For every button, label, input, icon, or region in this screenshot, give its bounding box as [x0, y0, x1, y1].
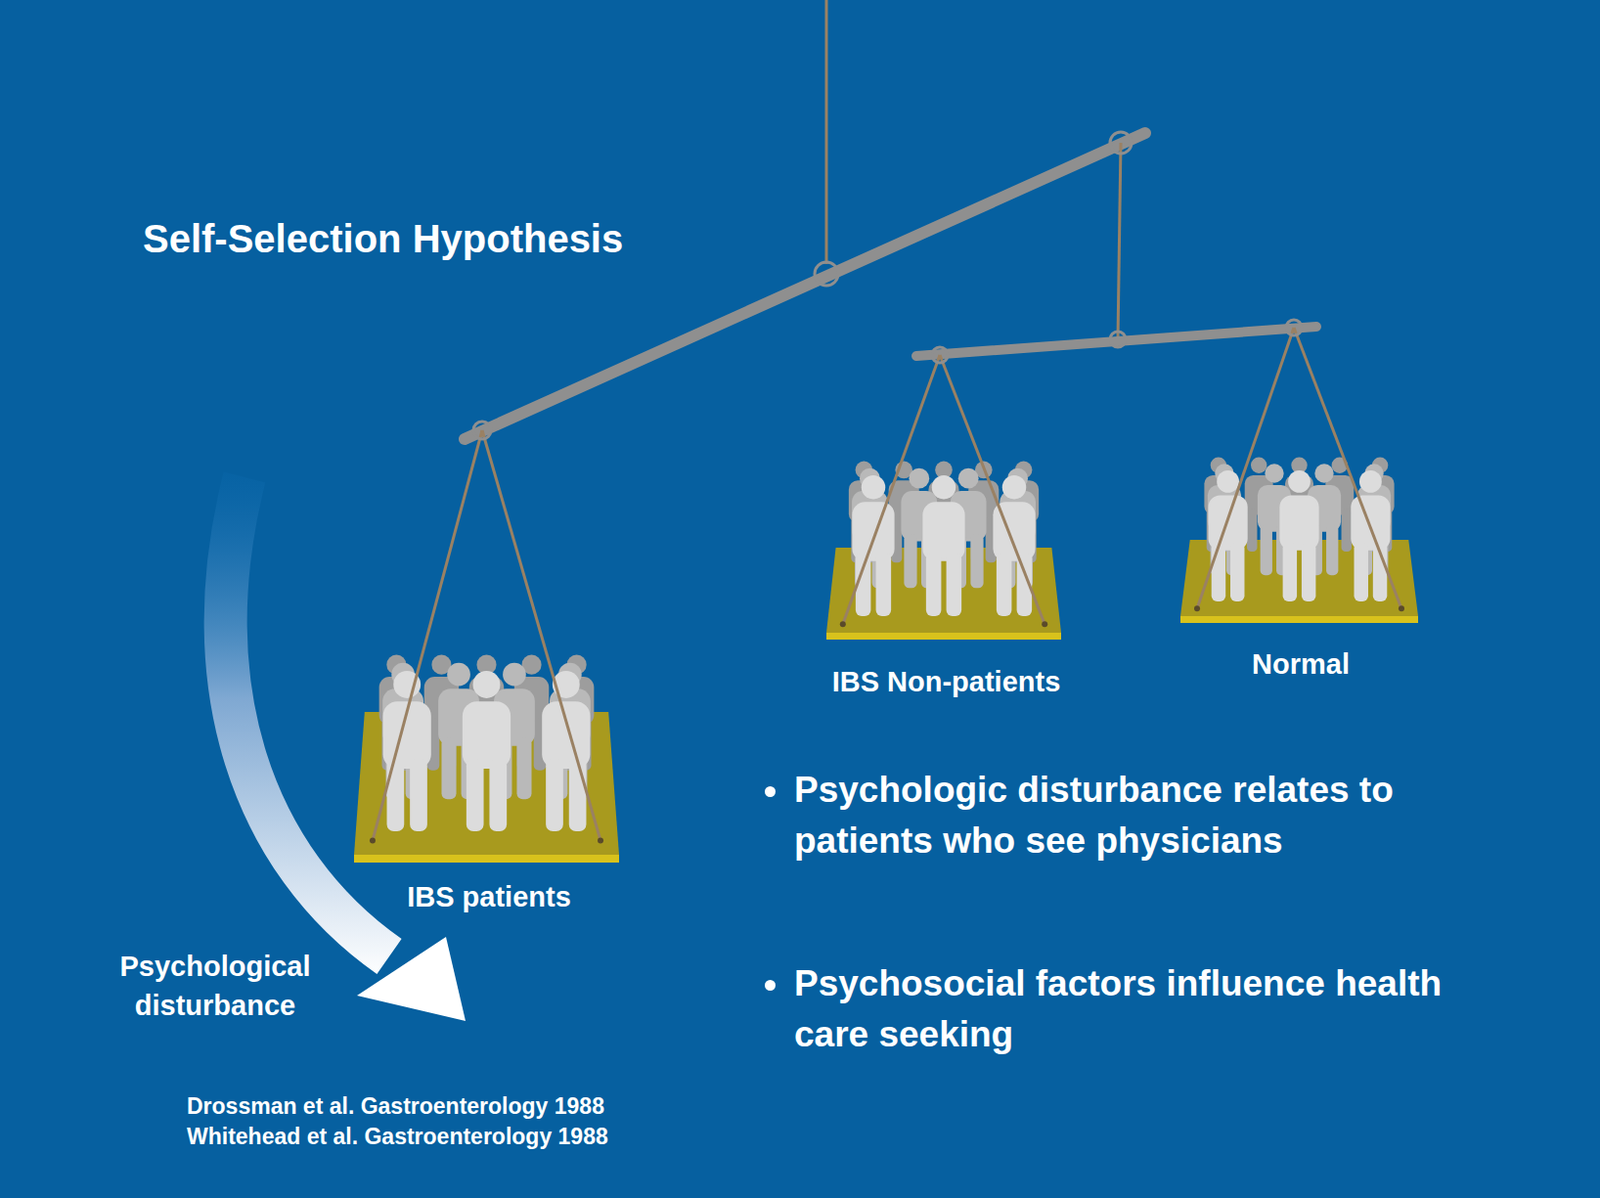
- person-figure: [462, 670, 511, 832]
- title: Self-Selection Hypothesis: [142, 217, 623, 262]
- citation: Whitehead et al. Gastroenterology 1988: [186, 1121, 774, 1152]
- bullet-point: Psychosocial factors influence health ca…: [794, 958, 1499, 1061]
- person-figure: [541, 670, 590, 832]
- population-pan: IBS Non-patients: [801, 405, 1091, 700]
- person-figure: [922, 475, 965, 617]
- population-pan: Normal: [1158, 400, 1443, 682]
- pivot-ring: [814, 262, 839, 286]
- pivot-ring: [1110, 132, 1132, 154]
- arrow-head: [356, 936, 466, 1022]
- pivot-ring: [1110, 331, 1126, 348]
- citation: Drossman et al. Gastroenterology 1988: [186, 1091, 774, 1121]
- person-figure: [1279, 470, 1319, 602]
- hanging-rod: [1117, 142, 1121, 340]
- hook-ring: [1286, 319, 1302, 336]
- bullet-point: Psychologic disturbance relates to patie…: [794, 764, 1499, 867]
- person-figure: [383, 670, 432, 832]
- group-label: IBS Non-patients: [832, 664, 1062, 700]
- person-figure: [1208, 470, 1248, 602]
- population-pan: IBS patients: [332, 606, 646, 915]
- group-label: Normal: [1251, 646, 1350, 682]
- main-beam: [464, 133, 1146, 440]
- hook-ring: [932, 347, 948, 363]
- scale-pan: [354, 430, 620, 863]
- lower-beam: [916, 326, 1317, 356]
- hook-ring: [473, 421, 491, 440]
- hanging-string: [825, 0, 829, 265]
- scale-pan: [1180, 327, 1419, 623]
- arrow-label: Psychological disturbance: [88, 946, 343, 1025]
- group-label: IBS patients: [406, 879, 572, 915]
- scale-pan: [826, 355, 1062, 640]
